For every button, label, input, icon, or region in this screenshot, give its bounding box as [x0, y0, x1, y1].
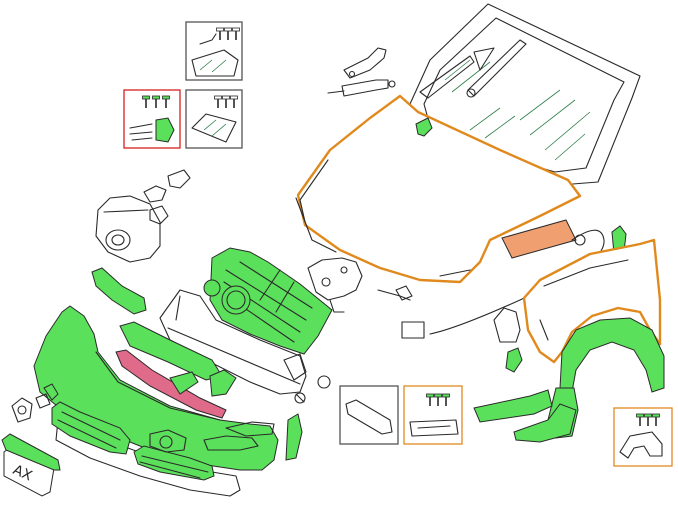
hood[interactable]	[296, 94, 582, 284]
thumbnail-bumper-trim-part[interactable]	[339, 385, 399, 445]
headlamp-assembly[interactable]	[95, 195, 161, 263]
screw-set-icon	[635, 413, 661, 427]
hood-seal[interactable]	[501, 219, 577, 259]
screw-set-icon	[141, 95, 171, 109]
fender-bracket-upper[interactable]	[505, 347, 523, 373]
bumper-beam[interactable]	[115, 349, 227, 419]
thumbnail-fender-kit[interactable]	[613, 407, 673, 467]
side-marker-lamp[interactable]	[203, 421, 275, 451]
thumbnail-headlamp-kit[interactable]	[123, 89, 181, 149]
tow-eye[interactable]	[11, 383, 59, 423]
bumper-side-trim[interactable]	[209, 369, 237, 397]
windshield-icon	[191, 49, 239, 77]
license-plate-bracket[interactable]	[1, 433, 61, 471]
bumper-bracket-left[interactable]	[91, 267, 147, 315]
bumper-corner-clip[interactable]	[169, 371, 199, 395]
bumper-side-bracket[interactable]	[285, 413, 303, 461]
radiator-grille[interactable]	[203, 247, 333, 355]
headlamp-bulbs[interactable]	[143, 169, 191, 225]
glass-pane-icon	[191, 113, 237, 143]
washer-nozzle[interactable]	[415, 117, 433, 137]
front-fender[interactable]	[522, 238, 662, 364]
headlamp-icon	[129, 117, 175, 143]
fender-support[interactable]	[513, 403, 577, 443]
fog-lamp[interactable]	[149, 429, 187, 453]
screw-set-icon	[199, 27, 241, 45]
fender-mount[interactable]	[493, 307, 521, 343]
hood-hinge-strut[interactable]	[327, 47, 396, 97]
license-plate-text: AX	[10, 462, 34, 485]
screw-set-icon	[425, 393, 451, 407]
wiper-arm[interactable]	[419, 39, 527, 99]
screw-set-icon	[213, 95, 239, 109]
thumbnail-bumper-support-kit[interactable]	[403, 385, 463, 445]
fender-bracket-lower[interactable]	[473, 389, 553, 423]
thumbnail-windshield-glass-kit[interactable]	[185, 21, 243, 81]
hood-latch[interactable]	[307, 257, 363, 313]
lower-grille[interactable]	[51, 401, 215, 481]
tow-hook-parts[interactable]	[294, 375, 331, 404]
thumbnail-glass-panel-kit[interactable]	[185, 89, 243, 149]
